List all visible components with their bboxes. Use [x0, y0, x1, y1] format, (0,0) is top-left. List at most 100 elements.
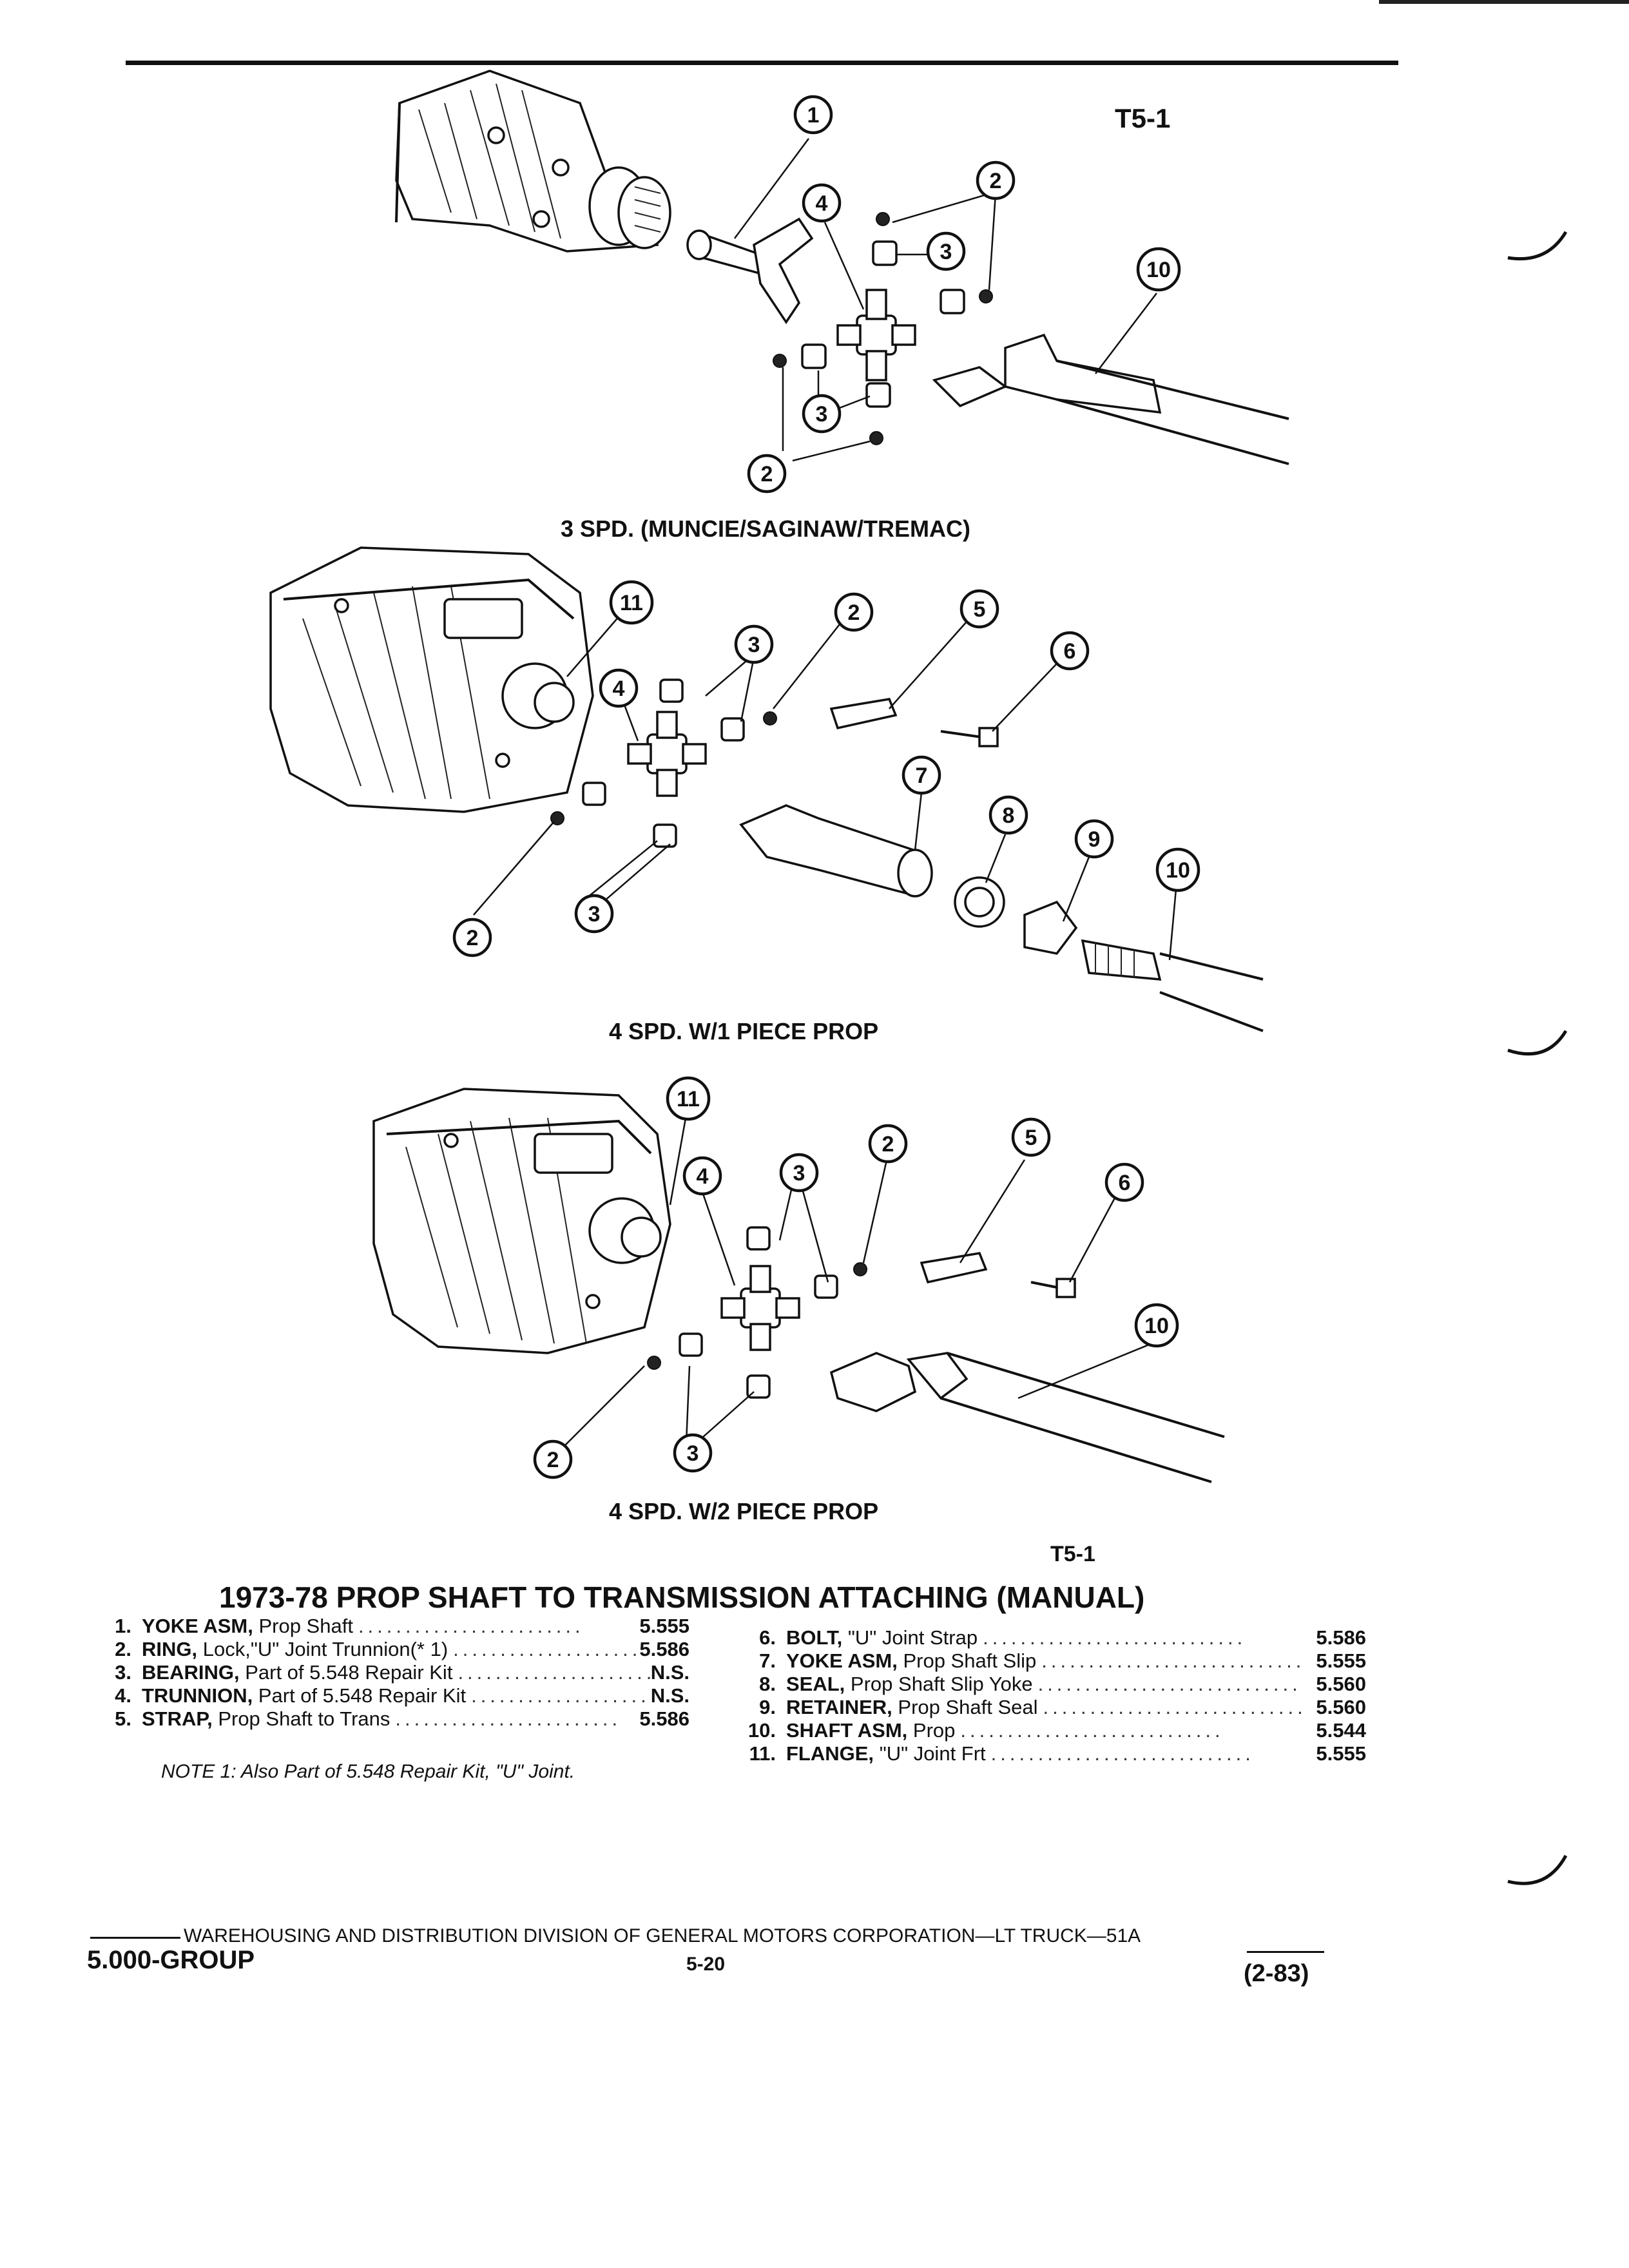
callout-10: 10	[1134, 1303, 1179, 1348]
svg-text:2: 2	[990, 169, 1002, 193]
callout-1: 1	[793, 95, 833, 135]
part-name: RING,	[142, 1638, 198, 1660]
caption-4-speed-1-piece: 4 SPD. W/1 PIECE PROP	[609, 1018, 879, 1044]
section-title: 1973-78 PROP SHAFT TO TRANSMISSION ATTAC…	[219, 1581, 1145, 1614]
prop-shaft-yoke	[829, 1352, 1225, 1483]
svg-text:4: 4	[613, 677, 625, 701]
part-ref: 5.560	[1316, 1696, 1366, 1718]
part-row: 2. RING, Lock,"U" Joint Trunnion(* 1) ..…	[97, 1638, 689, 1661]
part-name: FLANGE,	[786, 1742, 874, 1765]
leader-dots: ........................	[453, 1638, 639, 1660]
bearing-caps	[773, 212, 993, 445]
part-row: 8. SEAL, Prop Shaft Slip Yoke ..........…	[741, 1673, 1366, 1696]
footer-division: WAREHOUSING AND DISTRIBUTION DIVISION OF…	[184, 1925, 1141, 1946]
leader-dots: ............................	[960, 1719, 1224, 1742]
part-name: SEAL,	[786, 1673, 845, 1695]
leader-dots: ............................	[990, 1742, 1255, 1765]
callout-2: 2	[868, 1124, 908, 1164]
prop-shaft	[1081, 939, 1264, 1032]
leader-dots: ............................	[1037, 1673, 1302, 1695]
svg-text:4: 4	[697, 1164, 709, 1189]
diagram-4-speed-2-piece: 11 4 3 2 5 6 10 3 2	[372, 1076, 1225, 1483]
footer-date-rule	[1247, 1951, 1324, 1953]
footer-group: 5.000-GROUP	[87, 1946, 255, 1974]
part-desc: Prop Shaft Slip	[903, 1649, 1037, 1672]
svg-text:3: 3	[588, 902, 601, 927]
callout-4: 4	[802, 183, 842, 223]
part-desc: Prop Shaft Seal	[898, 1696, 1038, 1718]
callout-2: 2	[747, 454, 787, 494]
scan-edge-mark	[1379, 0, 1629, 4]
slip-yoke	[739, 804, 1078, 955]
callout-3: 3	[574, 894, 614, 934]
callout-5: 5	[959, 589, 999, 629]
leader-dots: ........................	[471, 1684, 651, 1707]
part-ref: N.S.	[650, 1684, 689, 1707]
parts-list-right: 6. BOLT, "U" Joint Strap ...............…	[741, 1626, 1366, 1765]
svg-text:3: 3	[940, 240, 952, 264]
part-number: 7.	[759, 1649, 776, 1672]
figure-ref-bottom: T5-1	[1050, 1542, 1095, 1566]
svg-text:2: 2	[761, 462, 773, 486]
part-name: YOKE ASM,	[786, 1649, 898, 1672]
svg-text:1: 1	[807, 103, 820, 128]
part-row: 3. BEARING, Part of 5.548 Repair Kit ...…	[97, 1661, 689, 1684]
bearing-caps	[550, 678, 777, 848]
part-number: 8.	[759, 1673, 776, 1695]
strap-and-bolt	[920, 1252, 1076, 1298]
part-row: 4. TRUNNION, Part of 5.548 Repair Kit ..…	[97, 1684, 689, 1707]
svg-text:3: 3	[687, 1441, 699, 1466]
part-desc: Prop Shaft to Trans	[218, 1707, 390, 1730]
svg-text:8: 8	[1003, 803, 1015, 828]
prop-shaft-yoke	[686, 217, 814, 325]
svg-text:6: 6	[1119, 1171, 1131, 1195]
callout-3: 3	[734, 624, 774, 664]
part-row: 9. RETAINER, Prop Shaft Seal ...........…	[741, 1696, 1366, 1719]
part-ref: 5.586	[1316, 1626, 1366, 1649]
header-rule	[126, 61, 1398, 65]
part-row: 5. STRAP, Prop Shaft to Trans ..........…	[97, 1707, 689, 1731]
u-joint-trunnion	[720, 1265, 800, 1351]
svg-text:4: 4	[816, 191, 828, 216]
callout-10: 10	[1155, 847, 1200, 892]
callout-6: 6	[1104, 1162, 1144, 1202]
part-ref: 5.586	[639, 1707, 689, 1730]
svg-text:2: 2	[467, 926, 479, 950]
part-desc: "U" Joint Strap	[847, 1626, 978, 1649]
parts-list-left: 1. YOKE ASM, Prop Shaft ................…	[97, 1615, 689, 1731]
leader-dots: ............................	[1043, 1696, 1307, 1718]
part-name: STRAP,	[142, 1707, 213, 1730]
caption-3-speed: 3 SPD. (MUNCIE/SAGINAW/TREMAC)	[561, 515, 971, 542]
part-number: 2.	[115, 1638, 131, 1660]
part-row: 7. YOKE ASM, Prop Shaft Slip ...........…	[741, 1649, 1366, 1673]
callout-5: 5	[1011, 1117, 1051, 1157]
callout-4: 4	[599, 668, 639, 708]
svg-text:5: 5	[974, 597, 986, 622]
part-number: 6.	[759, 1626, 776, 1649]
svg-text:10: 10	[1144, 1314, 1169, 1338]
part-desc: Prop Shaft Slip Yoke	[850, 1673, 1033, 1695]
part-row: 10. SHAFT ASM, Prop ....................…	[741, 1719, 1366, 1742]
callout-2: 2	[834, 592, 874, 632]
callout-3: 3	[926, 231, 966, 271]
callout-6: 6	[1050, 631, 1090, 671]
part-desc: Prop	[912, 1719, 956, 1742]
svg-text:11: 11	[620, 591, 643, 615]
footer-page-number: 5-20	[686, 1954, 726, 1975]
part-ref: 5.586	[639, 1638, 689, 1660]
leader-dots: ............................	[983, 1626, 1247, 1649]
part-desc: Part of 5.548 Repair Kit	[258, 1684, 467, 1707]
part-name: BEARING,	[142, 1661, 240, 1684]
part-desc: Part of 5.548 Repair Kit	[245, 1661, 453, 1684]
transmission-case	[269, 546, 594, 813]
callout-3: 3	[802, 394, 842, 434]
part-ref: 5.555	[1316, 1649, 1366, 1672]
prop-shaft	[932, 333, 1289, 465]
parts-note: NOTE 1: Also Part of 5.548 Repair Kit, "…	[161, 1761, 575, 1782]
part-ref: N.S.	[650, 1661, 689, 1684]
callout-10: 10	[1136, 247, 1181, 292]
figure-ref-top: T5-1	[1115, 103, 1171, 133]
u-joint-trunnion	[836, 289, 916, 381]
part-ref: 5.544	[1316, 1719, 1366, 1742]
callout-11: 11	[666, 1076, 711, 1121]
